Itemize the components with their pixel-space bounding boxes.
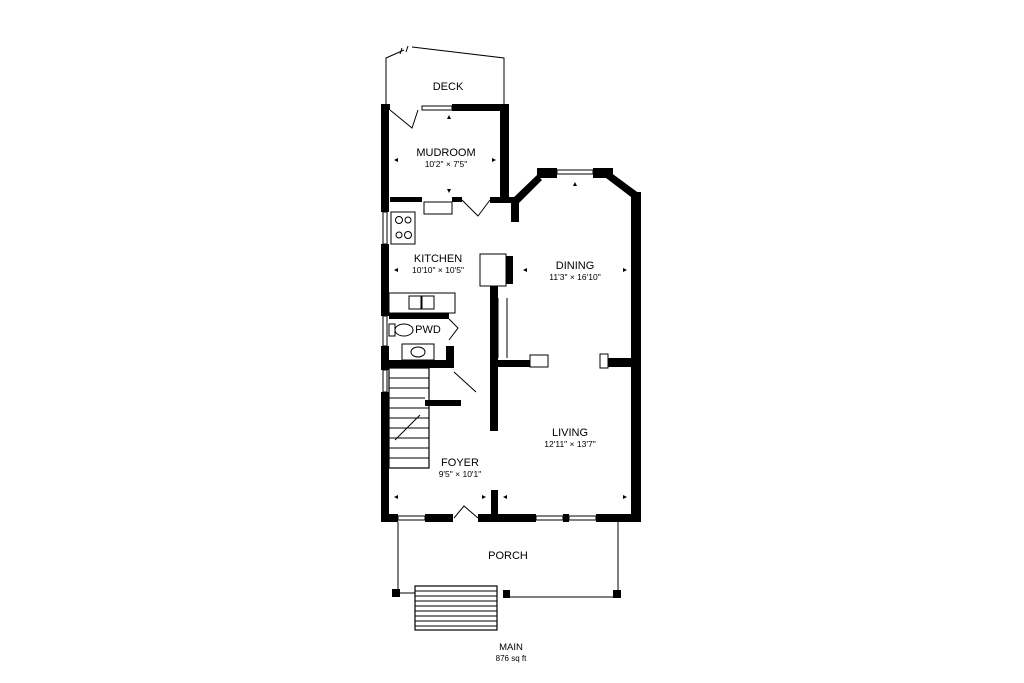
- room-name-foyer: FOYER: [441, 457, 479, 469]
- fireplace: [529, 353, 609, 369]
- floor-caption: MAIN 876 sq ft: [496, 642, 527, 663]
- porch-steps: [414, 585, 498, 631]
- room-dims-foyer: 9'5" × 10'1": [439, 469, 482, 479]
- room-name-deck: DECK: [433, 81, 464, 93]
- powder-room-fixtures: [388, 323, 435, 361]
- staircase: [388, 367, 430, 469]
- floor-name: MAIN: [499, 642, 523, 653]
- windows: [382, 105, 632, 521]
- room-name-mudroom: MUDROOM: [416, 147, 475, 159]
- porch-outline: [392, 522, 621, 598]
- room-name-kitchen: KITCHEN: [414, 253, 462, 265]
- doors: [389, 109, 491, 519]
- dimension-markers: [394, 115, 627, 499]
- room-dims-mudroom: 10'2" × 7'5": [425, 159, 468, 169]
- floor-area: 876 sq ft: [496, 654, 527, 663]
- room-name-living: LIVING: [552, 427, 588, 439]
- kitchen-fixtures: [388, 201, 508, 358]
- deck-outline: [385, 45, 505, 104]
- room-name-porch: PORCH: [488, 550, 528, 562]
- room-dims-kitchen: 10'10" × 10'5": [412, 265, 464, 275]
- room-labels: DECK MUDROOM 10'2" × 7'5" KITCHEN 10'10"…: [412, 81, 601, 562]
- room-dims-living: 12'11" × 13'7": [544, 439, 595, 449]
- room-name-dining: DINING: [556, 260, 595, 272]
- room-name-pwd: PWD: [415, 324, 441, 336]
- room-dims-dining: 11'3" × 16'10": [549, 272, 600, 282]
